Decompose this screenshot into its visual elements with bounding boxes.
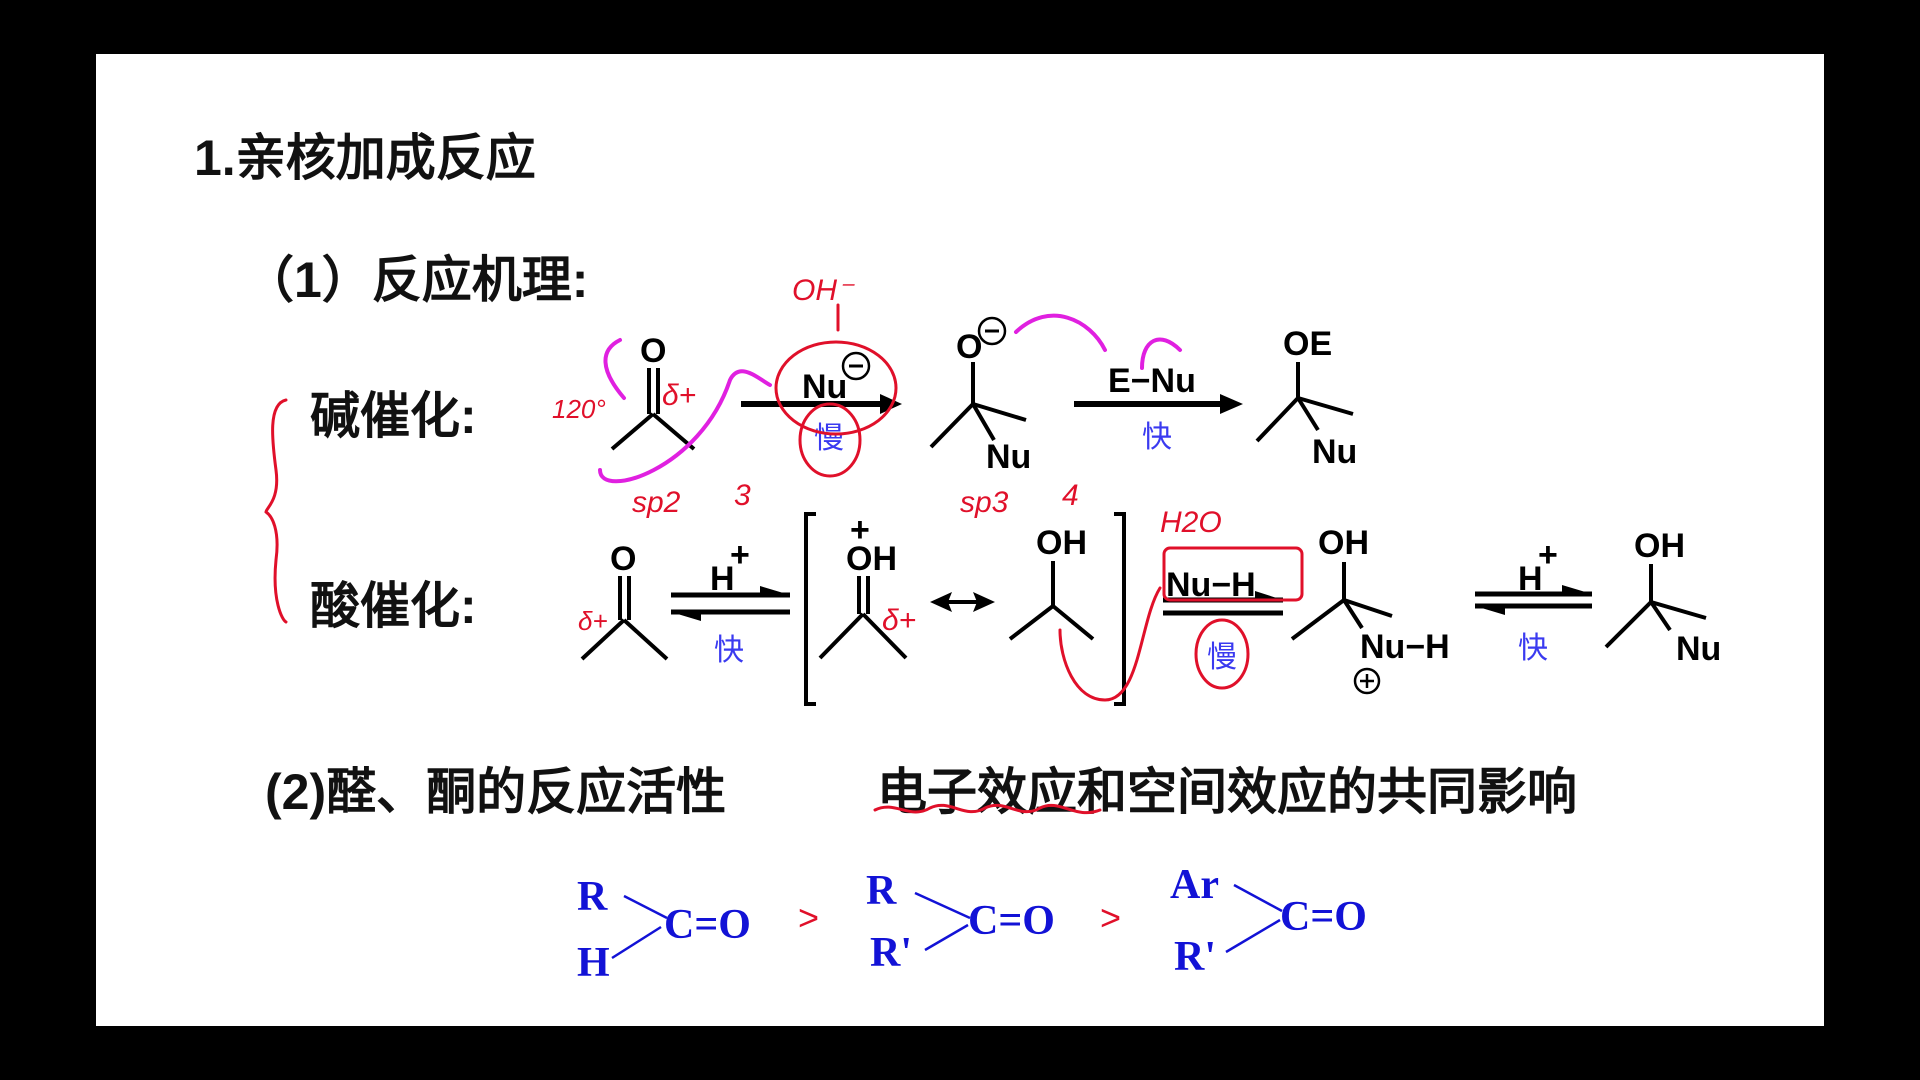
handwritten-annotations: OH⁻ 120° δ+ δ+ δ+ sp2 3 sp3 4 H2O: [264, 274, 1304, 815]
atom-o: O: [956, 328, 982, 366]
svg-text:OH: OH: [1634, 527, 1685, 565]
svg-text:δ+: δ+: [882, 604, 916, 637]
greater-than-1: >: [798, 897, 819, 938]
base-step2-arrow: E−Nu 快: [1074, 362, 1243, 454]
svg-text:+: +: [1538, 536, 1558, 574]
svg-text:快: 快: [1518, 632, 1548, 665]
acid-product: OH Nu: [1604, 527, 1721, 668]
reagent-nu: Nu: [802, 368, 847, 406]
svg-text:sp2: sp2: [632, 486, 681, 519]
section-mechanism-heading: （1）反应机理:: [244, 252, 589, 308]
reagent-e-nu: E−Nu: [1108, 362, 1196, 400]
resonance-bracket: [804, 512, 1126, 706]
svg-text:+: +: [850, 511, 870, 549]
svg-text:OH: OH: [846, 540, 897, 578]
oxonium-ion: + OH: [818, 511, 908, 660]
resonance-arrow: [930, 592, 995, 612]
base-alkoxide-intermediate: O Nu: [929, 316, 1031, 476]
svg-text:Nu: Nu: [1676, 630, 1721, 668]
svg-text:3: 3: [734, 479, 751, 512]
svg-text:OH⁻: OH⁻: [792, 274, 855, 307]
base-product: OE Nu: [1255, 325, 1357, 471]
svg-text:R: R: [866, 868, 897, 914]
reactivity-aldehyde: R H C=O: [577, 874, 751, 986]
svg-text:OE: OE: [1283, 325, 1332, 363]
slide: [96, 54, 1824, 1026]
negative-charge-icon: [841, 351, 871, 381]
rate-fast: 快: [1142, 421, 1172, 454]
svg-text:R': R': [1174, 934, 1216, 980]
protonated-adduct: OH Nu−H: [1290, 524, 1450, 695]
reactivity-ketone: R R' C=O: [866, 868, 1055, 976]
svg-text:OH: OH: [1036, 524, 1087, 562]
svg-text:+: +: [730, 536, 750, 574]
svg-text:R: R: [577, 874, 608, 920]
slide-title: 1.亲核加成反应: [194, 130, 536, 186]
base-catalysis-label: 碱催化:: [310, 388, 477, 444]
positive-charge-icon: [1353, 667, 1381, 695]
svg-text:4: 4: [1062, 479, 1079, 512]
svg-text:Nu−H: Nu−H: [1360, 628, 1450, 666]
svg-text:δ+: δ+: [662, 379, 696, 412]
svg-text:Ar: Ar: [1170, 862, 1219, 908]
svg-text:O: O: [610, 540, 636, 578]
svg-text:OH: OH: [1318, 524, 1369, 562]
reactivity-note: 电子效应和空间效应的共同影响: [877, 764, 1577, 820]
svg-text:H: H: [710, 560, 735, 598]
section-reactivity-heading: (2)醛、酮的反应活性: [265, 764, 727, 820]
acid-reactant-ketone: O: [580, 540, 669, 661]
svg-text:C=O: C=O: [1280, 894, 1367, 940]
rate-slow: 慢: [814, 422, 844, 455]
svg-text:C=O: C=O: [968, 898, 1055, 944]
svg-text:δ+: δ+: [578, 606, 608, 636]
svg-text:H2O: H2O: [1160, 506, 1222, 539]
svg-text:Nu−H: Nu−H: [1166, 566, 1256, 604]
svg-text:H: H: [1518, 560, 1543, 598]
base-step1-arrow: Nu 慢: [741, 351, 902, 455]
greater-than-2: >: [1100, 897, 1121, 938]
svg-text:R': R': [870, 930, 912, 976]
svg-text:C=O: C=O: [664, 902, 751, 948]
acid-catalysis-label: 酸催化:: [310, 578, 477, 634]
svg-text:H: H: [577, 940, 610, 986]
acid-step1-equilibrium-arrow: H + 快: [671, 536, 790, 667]
svg-text:sp3: sp3: [960, 486, 1009, 519]
svg-text:Nu: Nu: [1312, 433, 1357, 471]
carbocation: OH: [1008, 524, 1095, 641]
reactivity-aryl-ketone: Ar R' C=O: [1170, 862, 1367, 980]
atom-o: O: [640, 332, 666, 370]
svg-text:120°: 120°: [552, 394, 606, 424]
svg-text:快: 快: [714, 634, 744, 667]
svg-text:慢: 慢: [1207, 641, 1237, 674]
negative-charge-icon: [977, 316, 1007, 346]
svg-text:Nu: Nu: [986, 438, 1031, 476]
acid-step3-equilibrium-arrow: H + 快: [1475, 536, 1592, 665]
base-reactant-ketone: O: [610, 332, 696, 451]
